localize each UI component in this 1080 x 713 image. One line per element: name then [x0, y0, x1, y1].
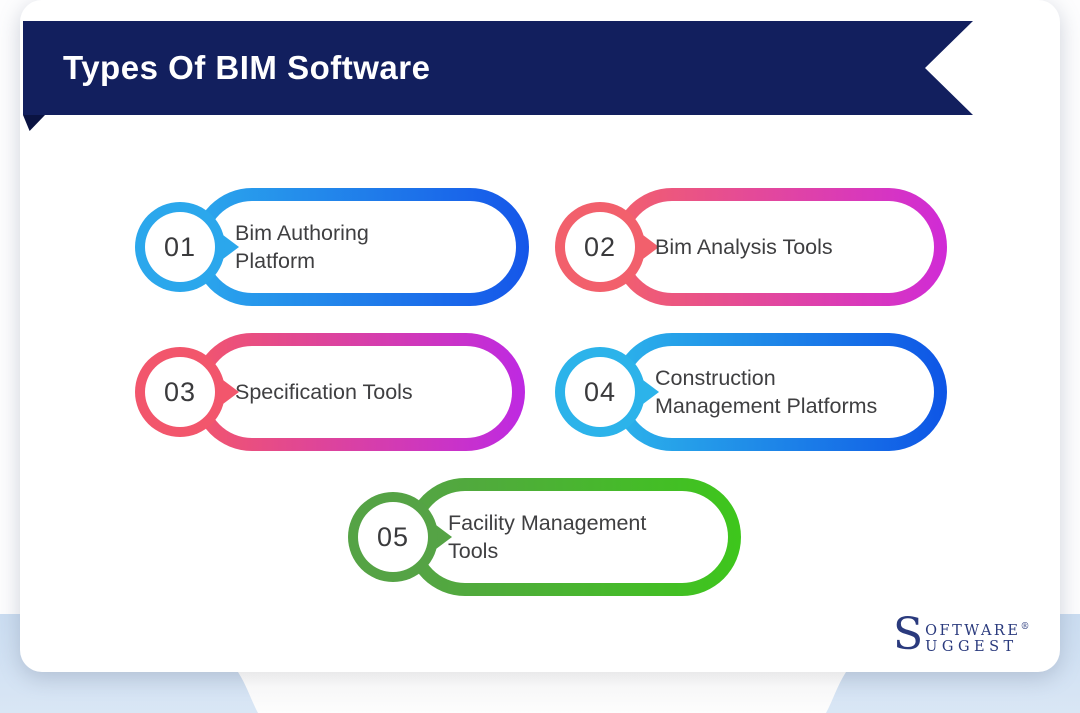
pill-white-fill — [419, 491, 728, 583]
page-curl-decoration — [238, 672, 846, 713]
item-label-line2: Tools — [448, 539, 499, 563]
item-label-line2: Platform — [235, 249, 316, 273]
item-label-line1: Facility Management — [448, 511, 647, 535]
number-badge-fill: 02 — [565, 212, 635, 282]
logo-word1-text: OFTWARE — [925, 623, 1021, 639]
item-number: 04 — [583, 376, 617, 407]
gradient-pill-outline — [193, 333, 525, 451]
title-ribbon: Types Of BIM Software — [23, 21, 973, 115]
item-label: Bim Analysis Tools — [655, 188, 929, 306]
number-badge-fill: 01 — [145, 212, 215, 282]
item-number: 03 — [163, 376, 197, 407]
pill-white-fill — [626, 346, 934, 438]
page-title: Types Of BIM Software — [63, 49, 431, 86]
gradient-pill-outline — [406, 478, 741, 596]
gradient-pill-outline — [613, 188, 947, 306]
pill-white-fill — [206, 346, 512, 438]
pill-white-fill — [206, 201, 516, 293]
number-badge: 02 — [555, 202, 645, 292]
registered-trademark-icon: ® — [1020, 622, 1030, 632]
number-badge-fill: 05 — [358, 502, 428, 572]
logo-wordmark: OFTWARE® UGGEST — [925, 613, 1029, 655]
logo-word-software: OFTWARE® — [925, 622, 1030, 639]
softwaresuggest-logo: S OFTWARE® UGGEST — [893, 613, 1029, 663]
number-badge: 04 — [555, 347, 645, 437]
number-badge-fill: 03 — [145, 357, 215, 427]
item-label-line1: Bim Analysis Tools — [655, 235, 833, 259]
item-number: 01 — [163, 231, 197, 262]
bim-item-02: 02 Bim Analysis Tools — [555, 188, 947, 306]
gradient-pill-outline — [613, 333, 947, 451]
item-label: Specification Tools — [235, 333, 507, 451]
item-label-line1: Specification Tools — [235, 380, 413, 404]
logo-word-suggest: UGGEST — [925, 639, 1018, 655]
number-badge: 03 — [135, 347, 225, 437]
logo-big-s: S — [893, 609, 924, 660]
bim-item-03: 03 Specification Tools — [135, 333, 525, 451]
item-label-line1: Bim Authoring — [235, 221, 369, 245]
item-label-line1: Construction — [655, 366, 776, 390]
number-badge: 05 — [348, 492, 438, 582]
number-badge: 01 — [135, 202, 225, 292]
item-label-line2: Management Platforms — [655, 394, 878, 418]
item-number: 05 — [376, 521, 410, 552]
gradient-pill-outline — [193, 188, 529, 306]
number-badge-fill: 04 — [565, 357, 635, 427]
pill-white-fill — [626, 201, 934, 293]
item-number: 02 — [583, 231, 617, 262]
